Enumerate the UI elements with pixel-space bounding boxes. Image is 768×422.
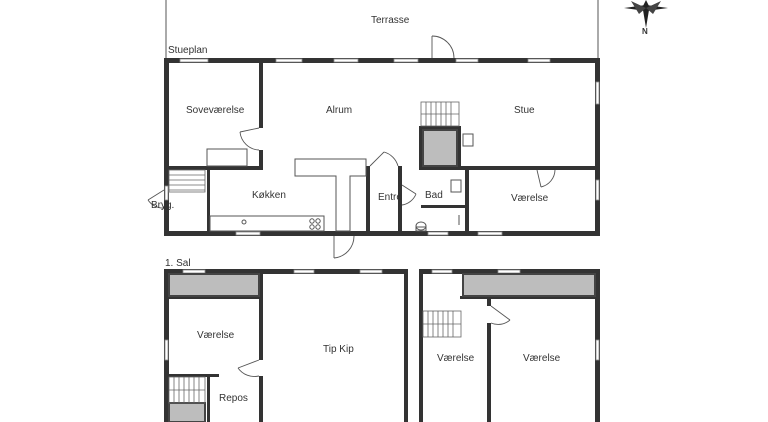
floor-label-upper: 1. Sal	[165, 258, 191, 269]
terrace-label: Terrasse	[371, 15, 410, 26]
room-label-sovevaerelse: Soveværelse	[186, 105, 245, 116]
floor-label-ground: Stueplan	[168, 45, 207, 56]
ground-floor-stairs	[168, 101, 460, 193]
ground-floor-walls	[164, 58, 600, 236]
room-label-entre: Entrè	[378, 192, 402, 203]
upper-floor-storage	[168, 273, 596, 422]
room-label-bad: Bad	[425, 190, 443, 201]
room-label-tip-kip: Tip Kip	[323, 344, 354, 355]
ground-floor-windows	[164, 58, 600, 236]
room-label-bryg: Bryg.	[151, 200, 174, 211]
terrace-outline	[165, 0, 599, 60]
room-label-vaerelse-upper-right: Værelse	[523, 353, 561, 364]
room-label-kokken: Køkken	[252, 190, 286, 201]
room-label-vaerelse-upper-mid: Værelse	[437, 353, 475, 364]
ground-floor-fixtures	[206, 129, 474, 232]
ground-floor-doors	[147, 35, 556, 259]
compass-icon	[624, 0, 668, 28]
room-label-alrum: Alrum	[326, 105, 352, 116]
upper-floor-doors	[237, 305, 511, 377]
room-label-vaerelse-upper-left: Værelse	[197, 330, 235, 341]
upper-floor-stairs	[168, 310, 462, 404]
room-label-stue: Stue	[514, 105, 535, 116]
compass-north-label: N	[642, 27, 648, 36]
room-label-vaerelse-ground: Værelse	[511, 193, 549, 204]
room-label-repos: Repos	[219, 393, 248, 404]
